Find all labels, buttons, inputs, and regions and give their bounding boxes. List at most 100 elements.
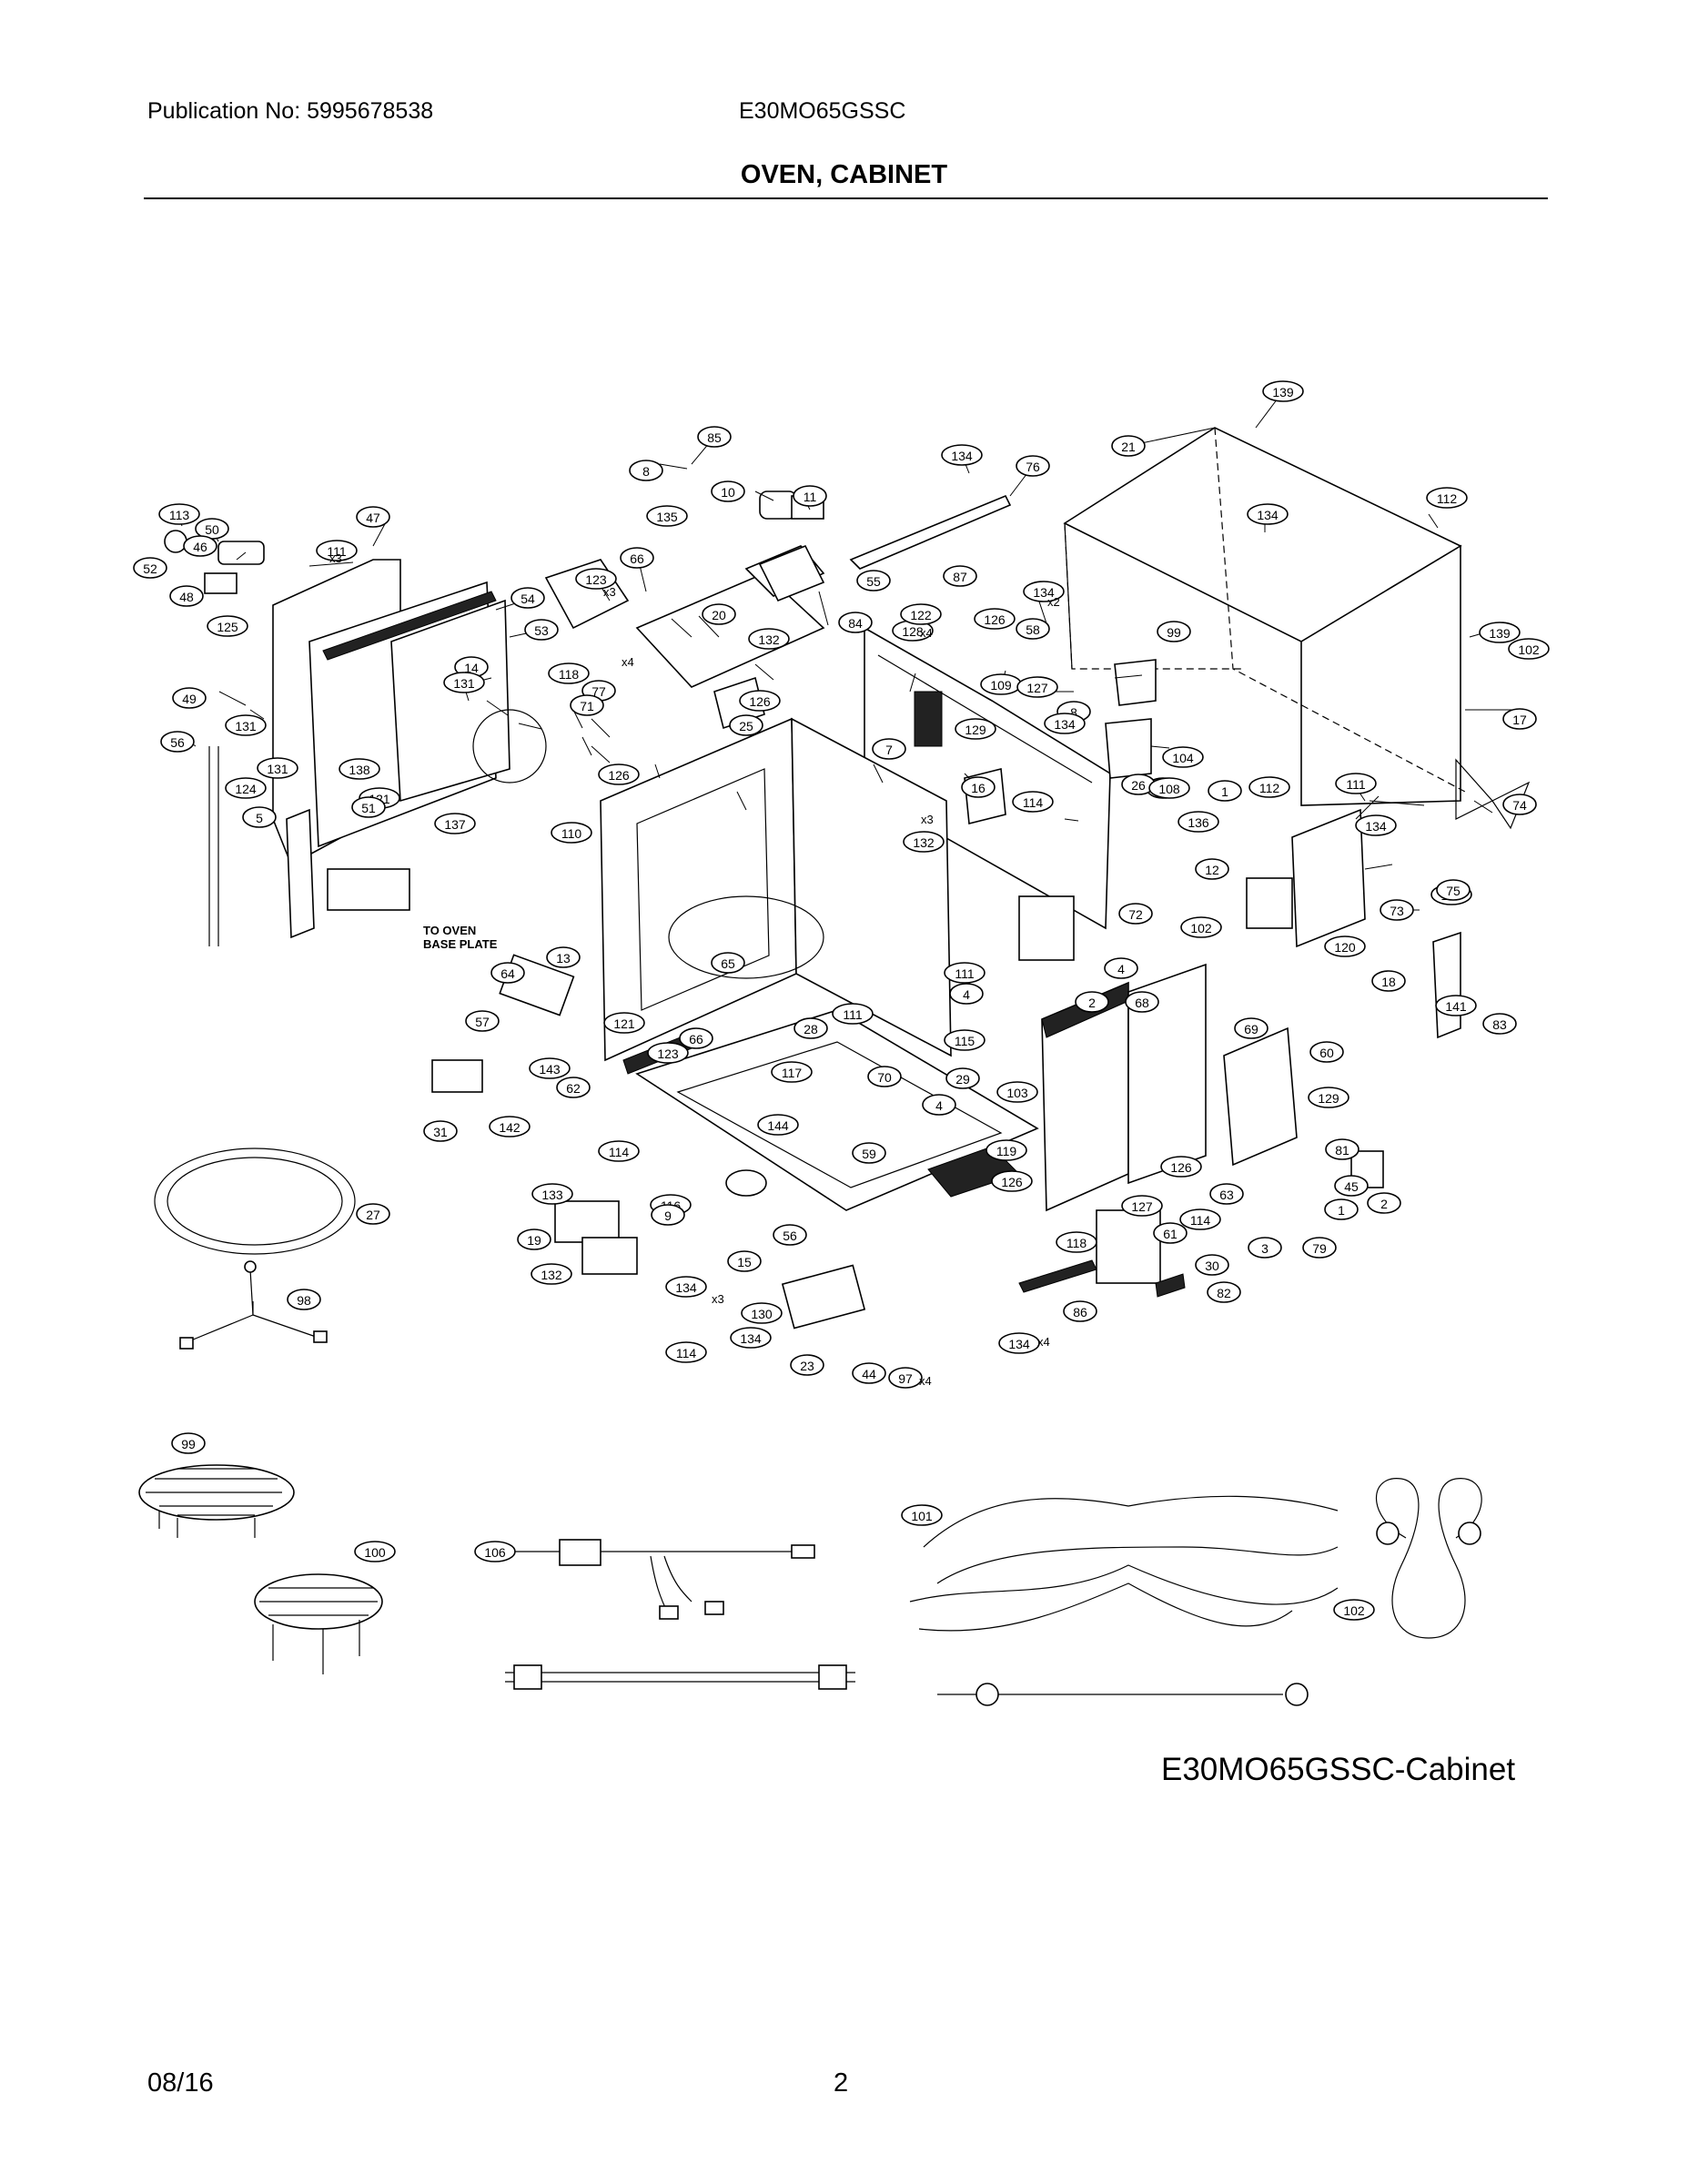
callout-label: 26 (1131, 778, 1146, 793)
callout-label: 114 (1190, 1213, 1211, 1228)
callout-label: 55 (866, 574, 881, 589)
callout-label: 134 (1054, 717, 1076, 732)
callout-132: 132 (748, 628, 790, 650)
callout-label: 85 (707, 430, 722, 445)
callout-label: 104 (1172, 751, 1194, 765)
callout-131: 131 (443, 672, 485, 693)
part-104 (1105, 718, 1152, 779)
callout-label: 102 (1518, 642, 1540, 657)
callout-131: 131 (225, 714, 267, 736)
callout-122: 122 (900, 603, 942, 625)
callout-label: 124 (235, 782, 257, 796)
callout-19: 19 (517, 1228, 551, 1250)
callout-83: 83 (1482, 1013, 1517, 1035)
callout-label: 54 (521, 592, 535, 606)
callout-126: 126 (991, 1170, 1033, 1192)
callout-label: 103 (1006, 1086, 1028, 1100)
callout-label: 132 (758, 632, 780, 647)
quantity-label: x3 (921, 813, 934, 826)
callout-label: 115 (955, 1034, 975, 1048)
callout-label: 5 (256, 811, 263, 825)
callout-label: 125 (217, 620, 238, 634)
callout-label: 111 (843, 1007, 862, 1022)
callout-label: 11 (804, 490, 817, 504)
callout-label: 71 (580, 699, 594, 713)
part-82 (1155, 1273, 1186, 1298)
callout-label: 126 (1170, 1160, 1192, 1175)
callout-label: 131 (267, 762, 288, 776)
callout-142: 142 (489, 1116, 531, 1138)
callout-label: 49 (182, 692, 197, 706)
callout-59: 59 (852, 1142, 886, 1164)
callout-138: 138 (339, 758, 380, 780)
callout-58: 58 (1016, 618, 1050, 640)
callout-label: 109 (990, 678, 1012, 693)
callout-60: 60 (1309, 1041, 1344, 1063)
part-109 (1114, 659, 1157, 706)
latch-46 (217, 541, 265, 565)
callout-label: 8 (1070, 705, 1077, 720)
callout-123: 123 (575, 568, 617, 590)
revision-date: 08/16 (147, 2068, 214, 2098)
callout-54: 54 (510, 587, 545, 609)
callout-label: 1 (1338, 1203, 1345, 1218)
callout-label: 44 (862, 1367, 876, 1381)
callout-label: 123 (585, 572, 607, 587)
callout-134: 134 (998, 1332, 1040, 1354)
callout-141: 141 (1435, 995, 1477, 1016)
callout-label: 101 (911, 1509, 933, 1523)
callout-label: 66 (689, 1032, 703, 1046)
callout-111: 111 (944, 962, 986, 984)
side-duct (1127, 963, 1207, 1185)
callout-5: 5 (242, 806, 277, 828)
callout-134: 134 (941, 444, 983, 466)
callout-label: 60 (1319, 1046, 1334, 1060)
callout-label: 58 (1026, 622, 1040, 637)
callout-106: 106 (474, 1541, 516, 1562)
callout-label: 8 (642, 464, 650, 479)
callout-13: 13 (546, 946, 581, 968)
bracket-79 (581, 1237, 638, 1275)
oven-cavity-side (791, 717, 952, 1057)
callout-103: 103 (996, 1081, 1038, 1103)
callout-2: 2 (1075, 991, 1109, 1013)
callout-label: 118 (1066, 1236, 1087, 1250)
callout-label: 102 (1343, 1603, 1365, 1618)
glass-tray (154, 1148, 356, 1255)
callout-label: 133 (541, 1188, 563, 1202)
gasket-86 (1018, 1259, 1097, 1293)
callout-label: 111 (1346, 777, 1365, 792)
callout-72: 72 (1118, 903, 1153, 925)
callout-label: 138 (349, 763, 370, 777)
callout-9: 9 (651, 1204, 685, 1226)
callout-label: 4 (935, 1098, 943, 1113)
callout-112: 112 (1426, 487, 1468, 509)
callout-132: 132 (531, 1263, 572, 1285)
callout-55: 55 (856, 570, 891, 592)
callout-126: 126 (1160, 1156, 1202, 1178)
callout-86: 86 (1063, 1300, 1097, 1322)
callout-label: 114 (609, 1145, 630, 1159)
callout-label: 127 (1026, 681, 1048, 695)
harness-100 (909, 1495, 1339, 1632)
callout-label: 111 (955, 966, 974, 981)
magnetron (1018, 895, 1075, 961)
callout-29: 29 (945, 1067, 980, 1089)
callout-label: 122 (910, 608, 932, 622)
callout-label: 77 (591, 684, 606, 699)
callout-label: 84 (848, 616, 863, 631)
callout-label: 113 (169, 508, 190, 522)
latch-assembly (1223, 1026, 1298, 1167)
callout-102: 102 (1333, 1599, 1375, 1621)
callout-3: 3 (1248, 1237, 1282, 1259)
callout-label: 132 (541, 1268, 562, 1282)
base-plate-note: TO OVEN BASE PLATE (423, 924, 498, 951)
callout-18: 18 (1371, 970, 1406, 992)
callout-45: 45 (1334, 1175, 1369, 1197)
callout-101: 101 (901, 1504, 943, 1526)
callout-label: 130 (751, 1307, 773, 1321)
callout-129: 129 (955, 718, 996, 740)
callout-label: 83 (1492, 1017, 1507, 1032)
